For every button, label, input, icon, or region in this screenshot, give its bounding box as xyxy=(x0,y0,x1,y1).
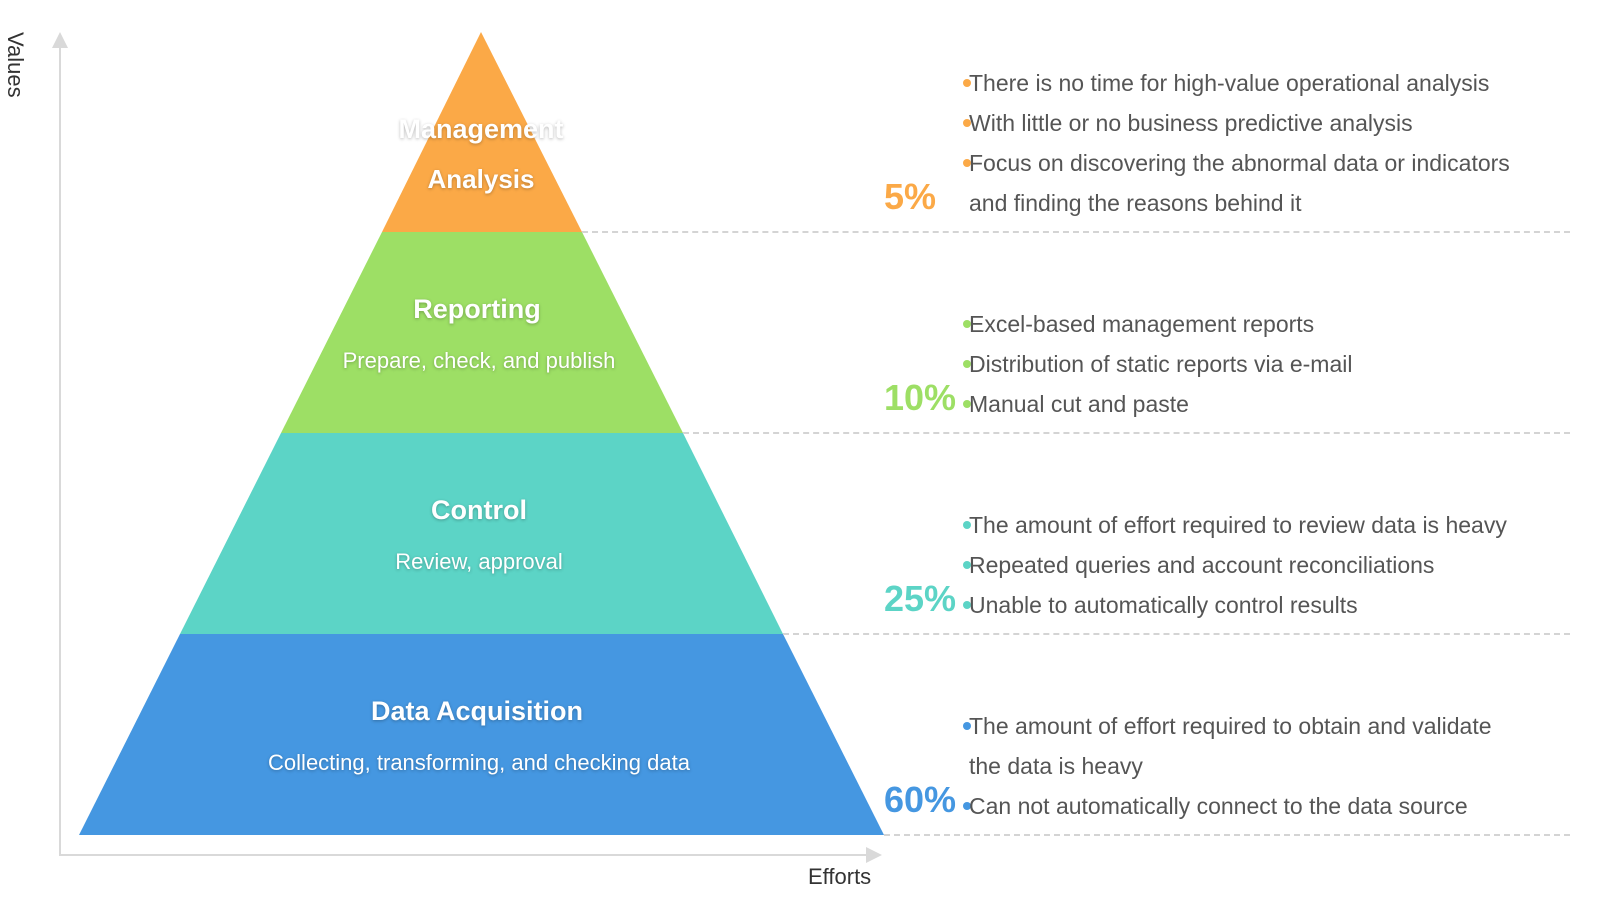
tier-control-band xyxy=(180,433,783,634)
separator-reporting xyxy=(683,432,1570,434)
separator-management xyxy=(582,231,1570,233)
y-axis-arrow-icon xyxy=(52,32,68,48)
tier-reporting-subtitle: Prepare, check, and publish xyxy=(342,348,616,373)
bullet-management-4: and finding the reasons behind it xyxy=(969,190,1302,216)
bullet-management-1: There is no time for high-value operatio… xyxy=(969,70,1490,96)
bullet-control-1: The amount of effort required to review … xyxy=(969,512,1507,538)
tier-acquisition-subtitle: Collecting, transforming, and checking d… xyxy=(268,750,690,775)
bullet-dot-icon xyxy=(963,360,971,368)
bullet-dot-icon xyxy=(963,601,971,609)
tier-acquisition-band xyxy=(79,634,884,835)
bullet-reporting-3: Manual cut and paste xyxy=(969,391,1189,417)
separator-acquisition xyxy=(884,834,1570,836)
percent-control: 25% xyxy=(884,578,957,619)
tier-management-title: Management xyxy=(398,114,564,144)
percent-management: 5% xyxy=(884,176,937,217)
bullet-management-2: With little or no business predictive an… xyxy=(969,110,1413,136)
bullet-dot-icon xyxy=(963,119,971,127)
bullet-acquisition-3: Can not automatically connect to the dat… xyxy=(969,793,1468,819)
x-axis-label: Efforts xyxy=(808,864,872,889)
bullet-management-3: Focus on discovering the abnormal data o… xyxy=(969,150,1510,176)
bullet-dot-icon xyxy=(963,400,971,408)
bullet-acquisition-2: the data is heavy xyxy=(969,753,1143,779)
percent-acquisition: 60% xyxy=(884,779,957,820)
tier-acquisition-title: Data Acquisition xyxy=(370,696,584,726)
tier-control-subtitle: Review, approval xyxy=(395,549,563,574)
tier-management-band xyxy=(382,32,582,232)
tier-control-title: Control xyxy=(431,495,527,525)
y-axis-line xyxy=(59,46,61,856)
bullet-dot-icon xyxy=(963,561,971,569)
bullet-reporting-2: Distribution of static reports via e-mai… xyxy=(969,351,1353,377)
bullet-dot-icon xyxy=(963,79,971,87)
bullet-dot-icon xyxy=(963,802,971,810)
bullet-dot-icon xyxy=(963,521,971,529)
tier-reporting-title: Reporting xyxy=(413,294,541,324)
bullet-dot-icon xyxy=(963,320,971,328)
tier-reporting-band xyxy=(281,232,683,433)
tier-management-subtitle: Analysis xyxy=(427,164,535,194)
bullet-control-2: Repeated queries and account reconciliat… xyxy=(969,552,1435,578)
x-axis-line xyxy=(59,854,869,856)
separator-control xyxy=(783,633,1570,635)
bullet-dot-icon xyxy=(963,159,971,167)
bullet-acquisition-1: The amount of effort required to obtain … xyxy=(969,713,1492,739)
bullet-dot-icon xyxy=(963,722,971,730)
bullet-control-3: Unable to automatically control results xyxy=(969,592,1358,618)
percent-reporting: 10% xyxy=(884,377,957,418)
bullet-reporting-1: Excel-based management reports xyxy=(969,311,1315,337)
x-axis-arrow-icon xyxy=(866,847,882,863)
